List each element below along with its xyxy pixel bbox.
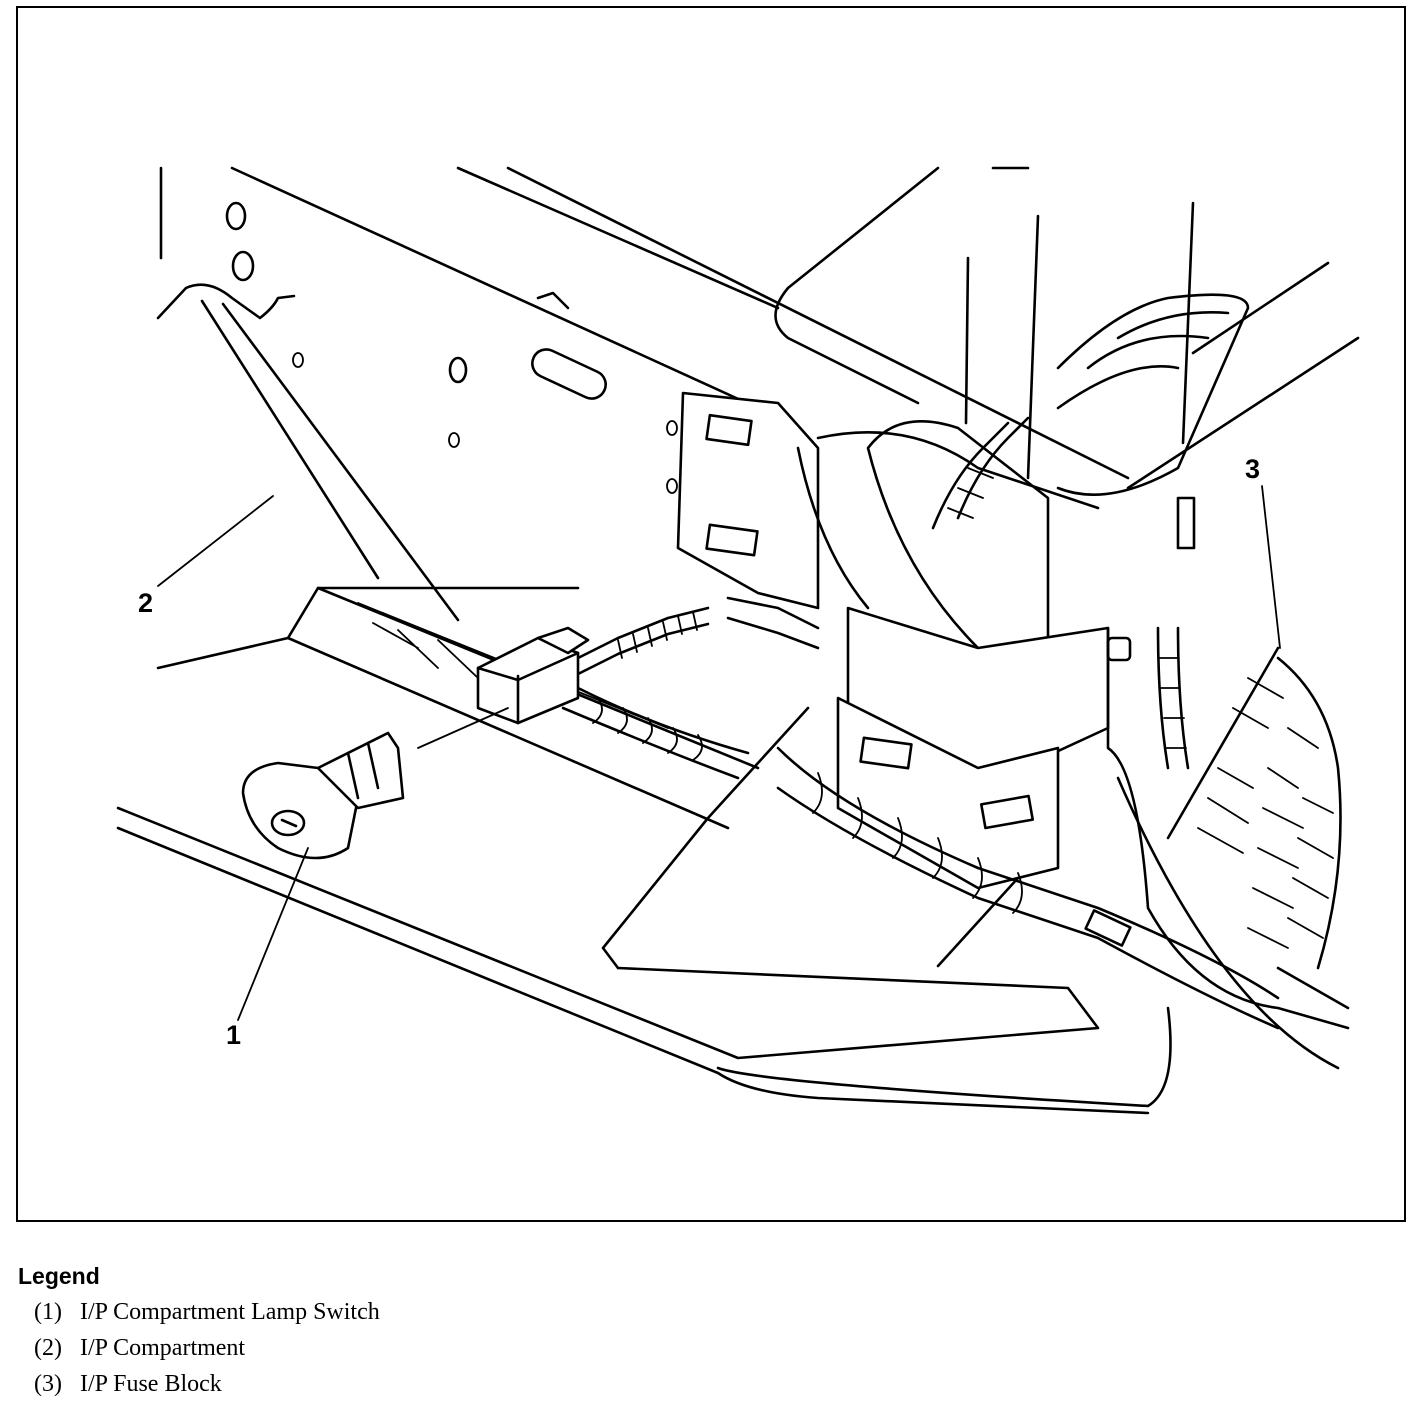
legend-item-number: (3) — [34, 1371, 62, 1397]
legend-item-text: I/P Compartment Lamp Switch — [80, 1299, 380, 1325]
lower-panel-frame — [118, 708, 1171, 1113]
callout-label-3: 3 — [1245, 454, 1261, 484]
diagram-frame: 2 1 3 — [16, 6, 1406, 1222]
upper-dash-structure — [161, 168, 1358, 488]
center-bracket — [667, 393, 1348, 1068]
wiring-harness — [563, 418, 1278, 1028]
ip-fuse-block — [1168, 648, 1348, 1008]
legend-item: (2) I/P Compartment — [18, 1330, 918, 1366]
legend: Legend (1) I/P Compartment Lamp Switch (2… — [18, 1263, 918, 1402]
callout-label-1: 1 — [226, 1020, 242, 1050]
callout-label-2: 2 — [138, 588, 154, 618]
callout-leader-lines — [158, 486, 1280, 1020]
legend-item-text: I/P Fuse Block — [80, 1371, 222, 1397]
legend-item-number: (2) — [34, 1335, 62, 1361]
legend-item: (3) I/P Fuse Block — [18, 1366, 918, 1402]
legend-title: Legend — [18, 1263, 100, 1289]
right-vent — [1058, 295, 1248, 495]
instrument-panel-line-art — [18, 8, 1404, 1220]
legend-item: (1) I/P Compartment Lamp Switch — [18, 1294, 918, 1330]
legend-item-text: I/P Compartment — [80, 1335, 246, 1361]
lamp-switch-connector — [243, 608, 708, 858]
legend-item-number: (1) — [34, 1299, 62, 1325]
